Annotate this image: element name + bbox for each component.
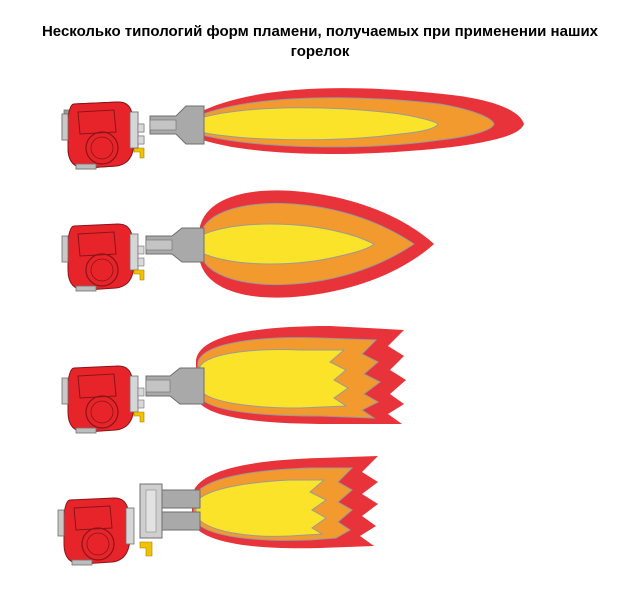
nozzle-4-lower — [159, 511, 201, 531]
page-title-line-2: горелок — [290, 43, 350, 60]
nozzle-3 — [145, 367, 205, 405]
fitting-4 — [139, 541, 153, 557]
burner-1 — [61, 101, 145, 170]
burner-3 — [61, 365, 145, 434]
burner-4 — [57, 497, 135, 566]
flame-1-inner — [199, 107, 439, 141]
flame-type-2 — [61, 190, 434, 298]
nozzle-2 — [145, 227, 205, 263]
flame-4-inner — [195, 479, 327, 537]
flame-type-1 — [61, 88, 524, 170]
flame-type-3 — [61, 326, 406, 434]
flame-3-inner — [199, 349, 349, 409]
page-title: Несколько типологий форм пламени, получа… — [0, 22, 640, 62]
page-title-line-1: Несколько типологий форм пламени, получа… — [41, 23, 599, 40]
flame-type-4 — [57, 456, 378, 566]
flame-2-inner — [203, 223, 375, 265]
burner-2 — [61, 223, 145, 292]
nozzle-4-upper — [159, 489, 201, 509]
nozzle-1 — [149, 105, 205, 145]
